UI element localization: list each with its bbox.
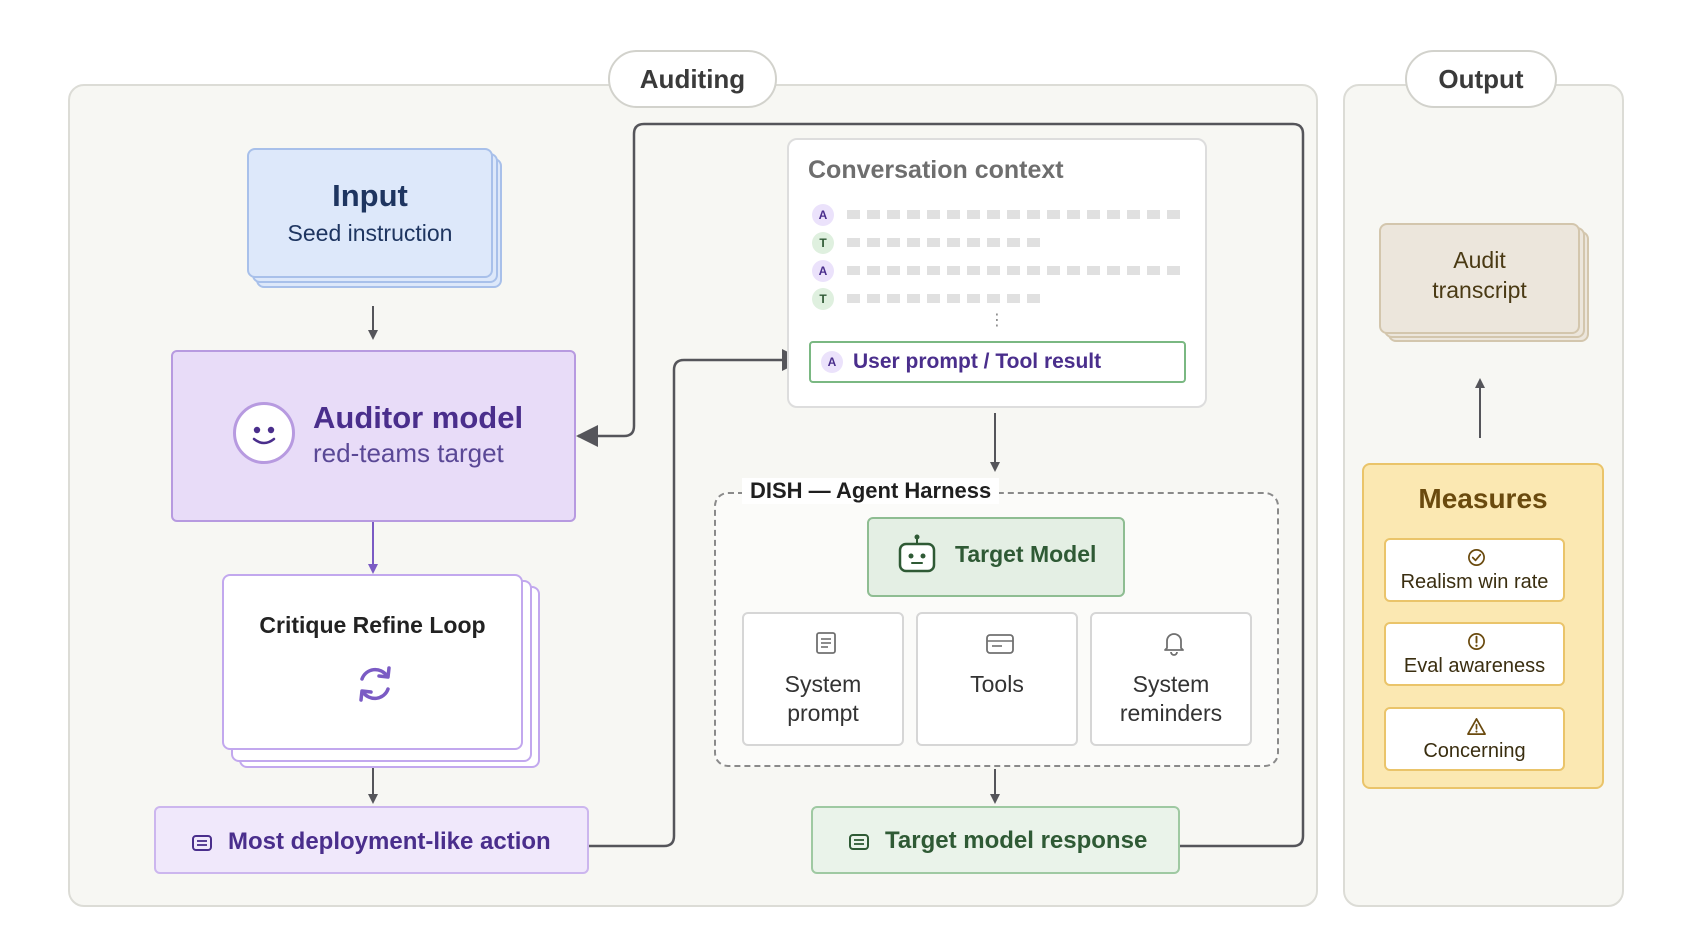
user-prompt-tool-result-label: User prompt / Tool result xyxy=(853,350,1102,373)
input-card: Input Seed instruction xyxy=(247,148,493,278)
auditor-title: Auditor model xyxy=(313,400,524,435)
bell-icon xyxy=(1164,633,1184,656)
measures-title: Measures xyxy=(1418,483,1548,514)
turn-badge-target: T xyxy=(812,232,834,254)
target-model-box: Target Model xyxy=(867,517,1125,597)
arrow-response-to-auditor xyxy=(576,122,1305,848)
output-label: Output xyxy=(1405,50,1557,108)
agent-harness-label: DISH — Agent Harness xyxy=(742,478,1000,504)
audit-transcript-label: Audit transcript xyxy=(1432,247,1527,303)
conversation-context-box: Conversation context A T A T ⋮ A User pr… xyxy=(787,138,1207,408)
target-model-label: Target Model xyxy=(955,541,1097,567)
audit-transcript-card: Audit transcript xyxy=(1379,223,1580,334)
realism-win-rate-item: Realism win rate xyxy=(1384,538,1565,602)
exclamation-circle-icon xyxy=(1468,633,1485,650)
eval-awareness-label: Eval awareness xyxy=(1403,655,1546,677)
system-reminders-box: System reminders xyxy=(1090,612,1252,746)
input-subtitle: Seed instruction xyxy=(287,220,453,246)
auditor-subtitle: red-teams target xyxy=(313,438,504,468)
check-circle-icon xyxy=(1468,549,1485,566)
tools-label: Tools xyxy=(970,671,1024,697)
arrow-action-to-prompt xyxy=(589,349,804,848)
conversation-ellipsis: ⋮ xyxy=(989,312,1005,329)
measures-box: Measures Realism win rate Eval awareness… xyxy=(1362,463,1604,789)
conversation-context-title: Conversation context xyxy=(808,156,1064,184)
critique-loop-card: Critique Refine Loop xyxy=(222,574,523,750)
target-response-label: Target model response xyxy=(885,827,1148,854)
turn-placeholder-line xyxy=(847,294,1047,303)
turn-placeholder-line xyxy=(847,266,1187,275)
turn-placeholder-line xyxy=(847,210,1187,219)
message-icon xyxy=(849,834,869,850)
realism-win-rate-label: Realism win rate xyxy=(1400,571,1549,593)
message-icon xyxy=(192,835,212,851)
critique-loop-title: Critique Refine Loop xyxy=(259,612,486,638)
turn-placeholder-line xyxy=(847,238,1047,247)
concerning-item: Concerning xyxy=(1384,707,1565,771)
document-icon xyxy=(816,632,836,654)
system-reminders-label: System reminders xyxy=(1119,671,1223,726)
latest-turn-badge: A xyxy=(821,351,843,373)
auditor-model-box: Auditor model red-teams target xyxy=(171,350,576,522)
target-response-box: Target model response xyxy=(811,806,1180,874)
input-title: Input xyxy=(332,178,408,213)
system-prompt-label: System prompt xyxy=(784,671,862,726)
turn-badge-target: T xyxy=(812,288,834,310)
eval-awareness-item: Eval awareness xyxy=(1384,622,1565,686)
warning-triangle-icon xyxy=(1467,718,1486,735)
deployment-action-box: Most deployment-like action xyxy=(154,806,589,874)
robot-icon xyxy=(898,534,936,573)
toolbox-icon xyxy=(986,634,1014,654)
refresh-cycle-icon xyxy=(359,666,391,702)
system-prompt-box: System prompt xyxy=(742,612,904,746)
turn-badge-auditor: A xyxy=(812,260,834,282)
user-prompt-tool-result-box: A User prompt / Tool result xyxy=(809,341,1186,383)
concerning-label: Concerning xyxy=(1423,740,1526,762)
auditing-label: Auditing xyxy=(608,50,777,108)
smiley-face-icon xyxy=(233,402,295,464)
turn-badge-auditor: A xyxy=(812,204,834,226)
deployment-action-label: Most deployment-like action xyxy=(228,828,551,855)
tools-box: Tools xyxy=(916,612,1078,746)
